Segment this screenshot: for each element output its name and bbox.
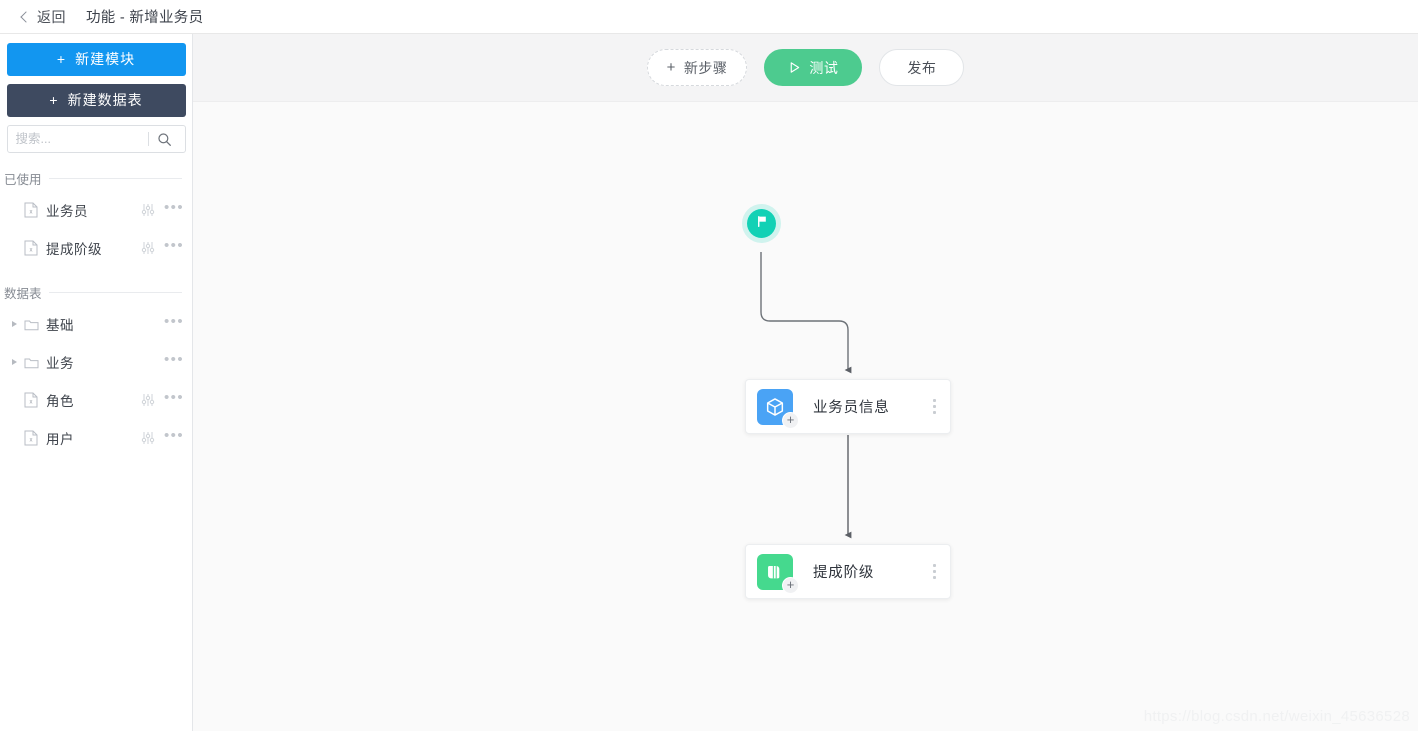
section-divider [48, 178, 182, 179]
section-divider [48, 292, 182, 293]
add-step-label: 新步骤 [683, 59, 728, 76]
flow-node-card[interactable]: + 业务员信息 [745, 379, 951, 434]
more-options-icon[interactable]: ••• [164, 312, 184, 330]
back-button[interactable]: 返回 [37, 8, 66, 25]
row-actions: ••• [141, 236, 184, 255]
sidebar-item-label: 业务 [46, 356, 74, 371]
sidebar-item-juese[interactable]: x 角色 ••• [0, 381, 192, 419]
add-badge-icon[interactable]: + [782, 411, 799, 429]
add-badge-icon[interactable]: + [782, 576, 799, 594]
folder-icon [21, 318, 41, 331]
node-icon-wrap: + [757, 388, 799, 429]
row-actions: ••• [141, 426, 184, 445]
more-options-icon[interactable]: ••• [164, 236, 184, 254]
node-icon-wrap: + [757, 553, 799, 594]
node-title: 提成阶级 [813, 565, 875, 581]
more-options-icon[interactable]: ••• [164, 426, 184, 444]
sliders-icon[interactable] [141, 431, 155, 445]
plus-icon: + [56, 51, 67, 67]
connector-start-to-node1 [760, 252, 852, 374]
sidebar-item-jichu[interactable]: 基础 ••• [0, 305, 192, 343]
section-label: 已使用 [4, 173, 42, 187]
sidebar-item-yewu[interactable]: 业务 ••• [0, 343, 192, 381]
svg-text:x: x [30, 438, 33, 444]
plus-icon: + [666, 59, 676, 76]
svg-text:x: x [30, 400, 33, 406]
search-divider [147, 132, 149, 146]
sliders-icon[interactable] [141, 393, 155, 407]
flag-icon [754, 214, 769, 234]
flow-toolbar: + 新步骤 测试 发布 [193, 34, 1418, 102]
more-options-icon[interactable]: ••• [164, 198, 184, 216]
svg-text:x: x [30, 210, 33, 216]
node-more-options-icon[interactable] [933, 399, 936, 414]
new-module-label: 新建模块 [75, 51, 136, 67]
sidebar-item-yonghu[interactable]: x 用户 ••• [0, 419, 192, 457]
top-header: 返回 功能 - 新增业务员 [0, 0, 1418, 34]
table-file-icon: x [21, 392, 41, 408]
search-icon[interactable] [151, 126, 179, 152]
row-actions: ••• [164, 350, 184, 369]
table-file-icon: x [21, 430, 41, 446]
chevron-left-icon[interactable] [18, 11, 30, 23]
page-title: 功能 - 新增业务员 [86, 10, 204, 26]
watermark-text: https://blog.csdn.net/weixin_45636528 [1143, 708, 1410, 725]
svg-text:x: x [30, 248, 33, 254]
row-actions: ••• [164, 312, 184, 331]
sidebar-item-tichengjieji[interactable]: x 提成阶级 ••• [0, 229, 192, 267]
node-more-options-icon[interactable] [933, 564, 936, 579]
test-button[interactable]: 测试 [764, 49, 863, 86]
add-step-button[interactable]: + 新步骤 [646, 49, 748, 86]
more-options-icon[interactable]: ••• [164, 350, 184, 368]
sidebar-item-label: 提成阶级 [46, 242, 102, 257]
search-input[interactable] [15, 127, 148, 151]
sidebar-item-label: 用户 [46, 432, 74, 447]
new-module-button[interactable]: + 新建模块 [6, 43, 186, 76]
section-header-tables: 数据表 [0, 283, 192, 302]
sidebar-item-yewuyuan[interactable]: x 业务员 ••• [0, 191, 192, 229]
row-actions: ••• [141, 388, 184, 407]
folder-icon [21, 356, 41, 369]
section-header-used: 已使用 [0, 169, 192, 188]
new-table-button[interactable]: + 新建数据表 [6, 84, 186, 117]
main-panel: + 新步骤 测试 发布 [193, 34, 1418, 731]
sidebar-item-label: 基础 [46, 318, 74, 333]
flow-start-node[interactable] [747, 209, 776, 238]
search-box[interactable] [6, 125, 186, 153]
flow-connectors [760, 252, 852, 539]
publish-button[interactable]: 发布 [879, 49, 965, 86]
new-table-label: 新建数据表 [67, 92, 143, 108]
section-label: 数据表 [4, 287, 42, 301]
flow-canvas[interactable]: + 业务员信息 + 提成阶级 [193, 102, 1418, 731]
plus-icon: + [49, 92, 59, 108]
flow-node-card[interactable]: + 提成阶级 [745, 544, 951, 599]
chevron-right-icon[interactable] [8, 359, 21, 365]
more-options-icon[interactable]: ••• [164, 388, 184, 406]
row-actions: ••• [141, 198, 184, 217]
sidebar: + 新建模块 + 新建数据表 已使用 [0, 34, 193, 731]
sidebar-item-label: 角色 [46, 394, 74, 409]
sidebar-item-label: 业务员 [46, 204, 88, 219]
sliders-icon[interactable] [141, 203, 155, 217]
chevron-right-icon[interactable] [8, 321, 21, 327]
publish-label: 发布 [907, 59, 937, 76]
play-icon [788, 61, 801, 74]
table-file-icon: x [21, 240, 41, 256]
node-title: 业务员信息 [813, 400, 890, 416]
test-label: 测试 [809, 59, 839, 76]
sliders-icon[interactable] [141, 241, 155, 255]
table-file-icon: x [21, 202, 41, 218]
